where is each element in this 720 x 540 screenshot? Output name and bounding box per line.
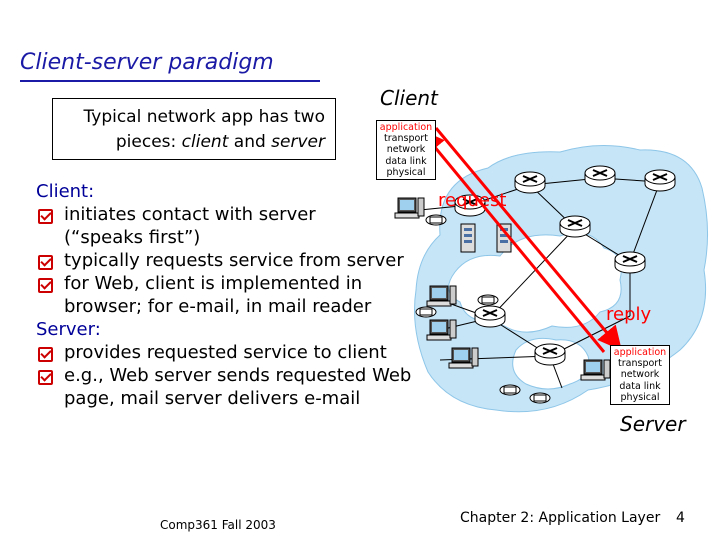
server-protocol-stack: application transport network data link … [610, 345, 670, 406]
bullet-item: e.g., Web server sends requested Web [36, 364, 411, 387]
client-word: client [181, 132, 229, 152]
router-icon [614, 251, 646, 274]
client-protocol-stack: application transport network data link … [376, 120, 436, 181]
client-label: Client [380, 86, 438, 110]
page-number: 4 [676, 510, 685, 526]
stack-layer: network [620, 369, 660, 381]
summary-box: Typical network app has two pieces: clie… [52, 98, 336, 160]
stack-layer: transport [618, 358, 662, 370]
bullet-item: for Web, client is implemented in [36, 272, 411, 295]
bullet-continuation: page, mail server delivers e-mail [64, 388, 361, 409]
router-icon [534, 343, 566, 366]
stack-layer: application [379, 122, 433, 133]
router-icon [584, 165, 616, 188]
checkbox-bullet-icon [38, 347, 53, 362]
summary-line-1: Typical network app has two [83, 107, 325, 127]
computer-icon [448, 347, 479, 369]
server-icon [460, 223, 476, 253]
reply-arrow [420, 129, 606, 353]
stack-layer: data link [619, 380, 661, 392]
request-arrow [434, 127, 622, 351]
request-label: request [438, 190, 507, 211]
computer-icon [426, 319, 457, 341]
client-heading: Client: [36, 181, 95, 202]
stack-layer: data link [385, 155, 427, 167]
bullet-continuation: browser; for e-mail, in mail reader [64, 296, 372, 317]
bullet-item: initiates contact with server [36, 203, 411, 226]
stack-layer: transport [384, 133, 428, 145]
bullet-item: provides requested service to client [36, 341, 411, 364]
reply-label: reply [606, 304, 652, 325]
stack-layer: physical [620, 391, 660, 403]
server-heading: Server: [36, 319, 101, 340]
body-text: Client: initiates contact with server (“… [36, 180, 411, 410]
router-icon [514, 171, 546, 194]
router-icon [644, 169, 676, 192]
footer-course: Comp361 Fall 2003 [160, 518, 276, 532]
phone-icon [415, 306, 437, 318]
stack-layer: network [386, 144, 426, 156]
bullet-item: typically requests service from server [36, 249, 411, 272]
stack-layer: application [613, 347, 667, 358]
title-underline [20, 80, 320, 82]
server-word: server [271, 132, 325, 152]
checkbox-bullet-icon [38, 255, 53, 270]
bullet-continuation: (“speaks first”) [64, 227, 201, 248]
checkbox-bullet-icon [38, 370, 53, 385]
page-title: Client-server paradigm [20, 50, 274, 75]
checkbox-bullet-icon [38, 209, 53, 224]
stack-layer: physical [386, 166, 426, 178]
modem-icon [477, 294, 499, 306]
server-label: Server [620, 412, 686, 436]
modem-icon [529, 392, 551, 404]
summary-line-2: pieces: client and server [115, 132, 325, 152]
checkbox-bullet-icon [38, 278, 53, 293]
router-icon [559, 215, 591, 238]
computer-icon [580, 359, 611, 381]
phone-icon [425, 214, 447, 226]
footer-chapter: Chapter 2: Application Layer [460, 510, 661, 526]
computer-icon [426, 285, 457, 307]
router-icon [474, 305, 506, 328]
modem-icon [499, 384, 521, 396]
